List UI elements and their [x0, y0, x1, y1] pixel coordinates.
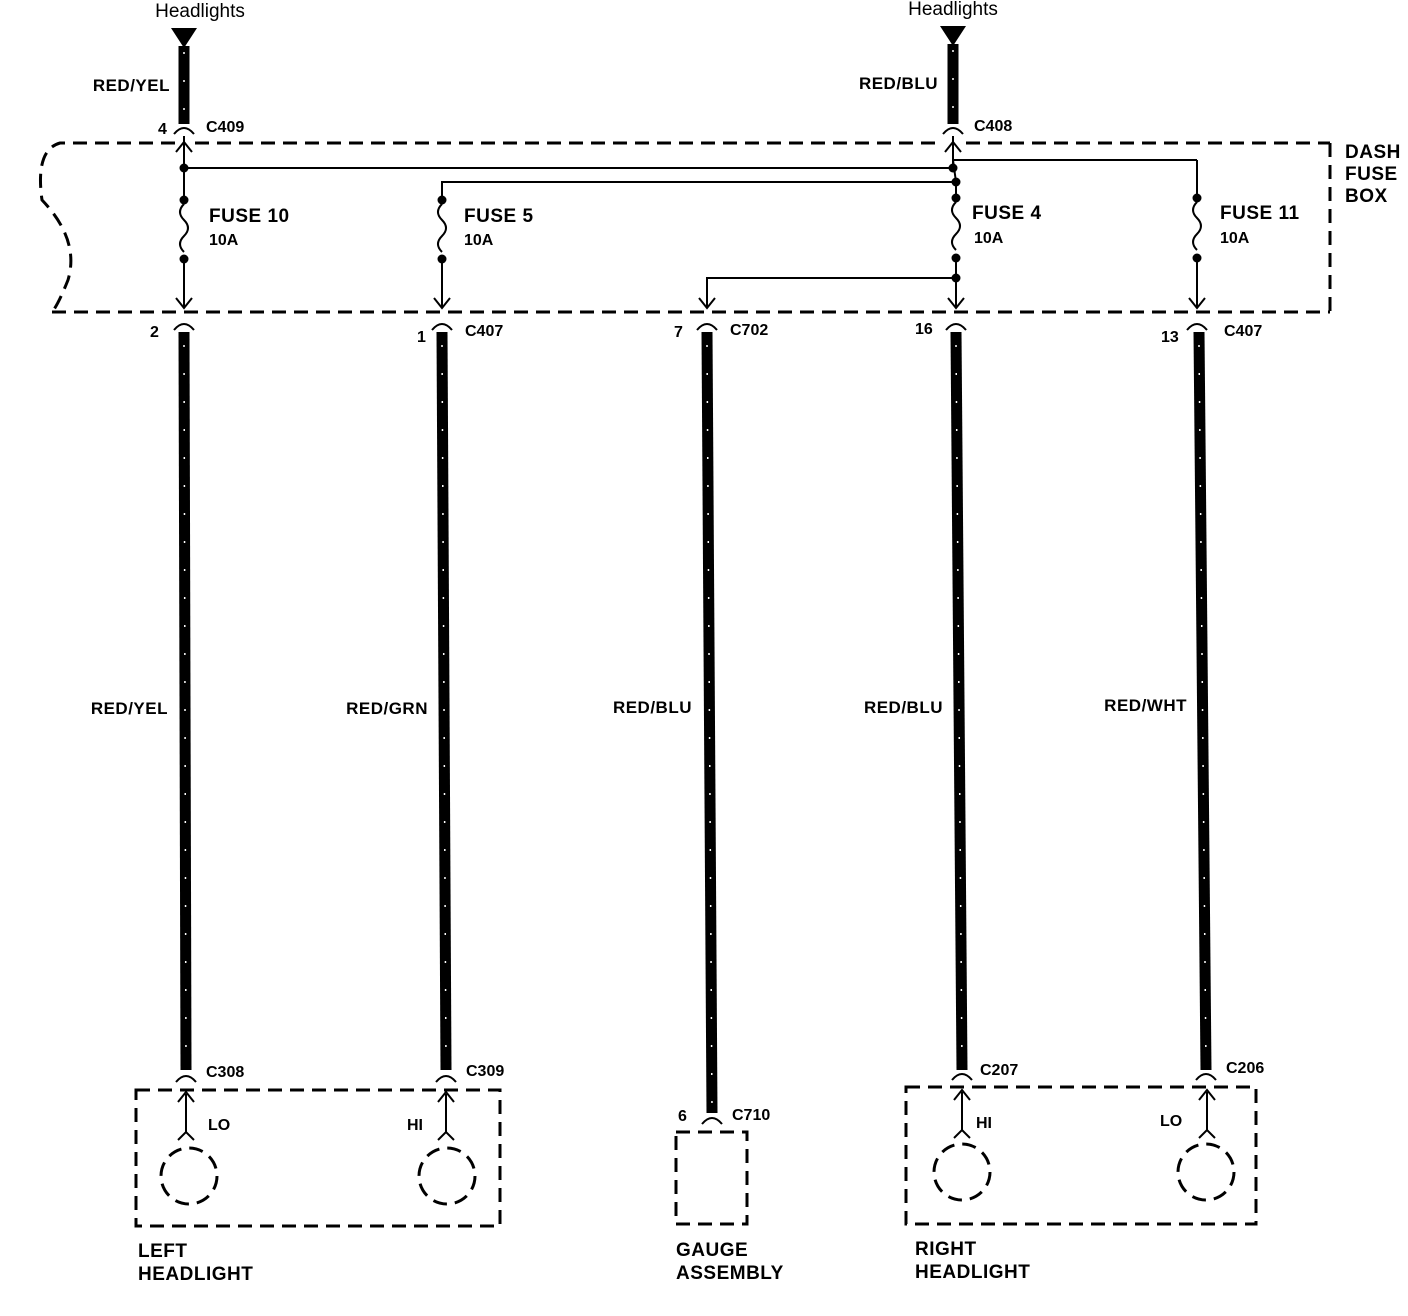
connector-out-4-icon [945, 323, 967, 331]
right-headlight-lo-bulb [1176, 1088, 1236, 1202]
pin-out-5: 13 [1161, 329, 1179, 346]
wire-out-1 [178, 331, 192, 1071]
wire-color-top-right: RED/BLU [859, 74, 938, 93]
right-headlight-title-2: HEADLIGHT [915, 1262, 1030, 1283]
fuse-4-name: FUSE 4 [972, 203, 1042, 224]
dash-fuse-box [38, 141, 1332, 314]
left-headlight-title-1: LEFT [138, 1241, 188, 1262]
wire-out-4 [950, 331, 968, 1071]
connector-c409-icon [173, 127, 195, 135]
connector-label-c309: C309 [466, 1063, 504, 1080]
fuse-box-bus [183, 159, 1198, 198]
gauge-assembly-title-2: ASSEMBLY [676, 1263, 784, 1284]
left-headlight-hi-bulb [417, 1090, 477, 1206]
wire-out-3 [701, 331, 718, 1114]
pin-out-1: 2 [150, 324, 159, 341]
source-label-right: Headlights [908, 0, 998, 20]
connector-label-c207: C207 [980, 1062, 1018, 1079]
fuse-5-name: FUSE 5 [464, 206, 534, 227]
left-headlight-title-2: HEADLIGHT [138, 1264, 253, 1285]
right-headlight-box [904, 1085, 1258, 1226]
right-headlight-hi-bulb [932, 1088, 992, 1202]
fuse-box-title-3: BOX [1345, 186, 1388, 207]
fuse-4-rating: 10A [974, 230, 1004, 247]
fuse-10-rating: 10A [209, 232, 239, 249]
connector-out-2-icon [431, 323, 453, 331]
right-lo-label: LO [1160, 1113, 1182, 1130]
connector-c308-icon [175, 1075, 197, 1083]
right-hi-label: HI [976, 1115, 992, 1132]
source-label-left: Headlights [155, 1, 245, 22]
connector-label-c710: C710 [732, 1107, 770, 1124]
connector-label-out-5: C407 [1224, 323, 1262, 340]
pin-c710: 6 [678, 1108, 687, 1125]
left-hi-label: HI [407, 1117, 423, 1134]
fuse-5 [433, 195, 451, 310]
connector-c710-icon [701, 1117, 723, 1125]
wire-color-top-left: RED/YEL [93, 76, 170, 95]
fuse-box-title-2: FUSE [1345, 164, 1398, 185]
gauge-assembly-title-1: GAUGE [676, 1240, 748, 1261]
connector-label-c409: C409 [206, 119, 244, 136]
connector-c408-icon [942, 127, 964, 135]
connector-c309-icon [435, 1075, 457, 1083]
connector-c207-icon [951, 1073, 973, 1081]
connector-label-c308: C308 [206, 1064, 244, 1081]
connector-label-c408: C408 [974, 118, 1012, 135]
connector-label-c206: C206 [1226, 1060, 1264, 1077]
fuse-11-name: FUSE 11 [1220, 203, 1300, 224]
right-headlight-title-1: RIGHT [915, 1239, 977, 1260]
left-headlight-box [134, 1088, 502, 1228]
source-arrow-right-icon [940, 26, 966, 46]
connector-out-3-icon [696, 323, 718, 331]
fuse-box-title-1: DASH [1345, 142, 1401, 163]
fuse-10 [175, 163, 193, 310]
connector-label-out-2: C407 [465, 323, 503, 340]
wire-color-out-3: RED/BLU [613, 698, 692, 717]
left-headlight-lo-bulb [159, 1090, 219, 1206]
pin-out-4: 16 [915, 321, 933, 338]
connector-label-out-3: C702 [730, 322, 768, 339]
fuse-10-name: FUSE 10 [209, 206, 290, 227]
connector-out-1-icon [173, 323, 195, 331]
pin-out-2: 1 [417, 329, 426, 346]
wire-color-out-4: RED/BLU [864, 698, 943, 717]
wire-out-5 [1193, 331, 1212, 1071]
fuse-11-rating: 10A [1220, 230, 1250, 247]
source-arrow-left-icon [171, 28, 197, 48]
fuse-11 [1188, 193, 1206, 310]
connector-out-5-icon [1186, 323, 1208, 331]
connector-c206-icon [1195, 1073, 1217, 1081]
pin-out-3: 7 [674, 324, 683, 341]
left-lo-label: LO [208, 1117, 230, 1134]
wire-color-out-2: RED/GRN [346, 699, 428, 718]
wire-out-2 [436, 331, 452, 1071]
fuse-4 [698, 163, 965, 310]
pin-c409: 4 [158, 121, 167, 138]
wire-color-out-1: RED/YEL [91, 699, 168, 718]
gauge-assembly-box [674, 1130, 749, 1226]
fuse-5-rating: 10A [464, 232, 494, 249]
wire-color-out-5: RED/WHT [1104, 696, 1187, 715]
